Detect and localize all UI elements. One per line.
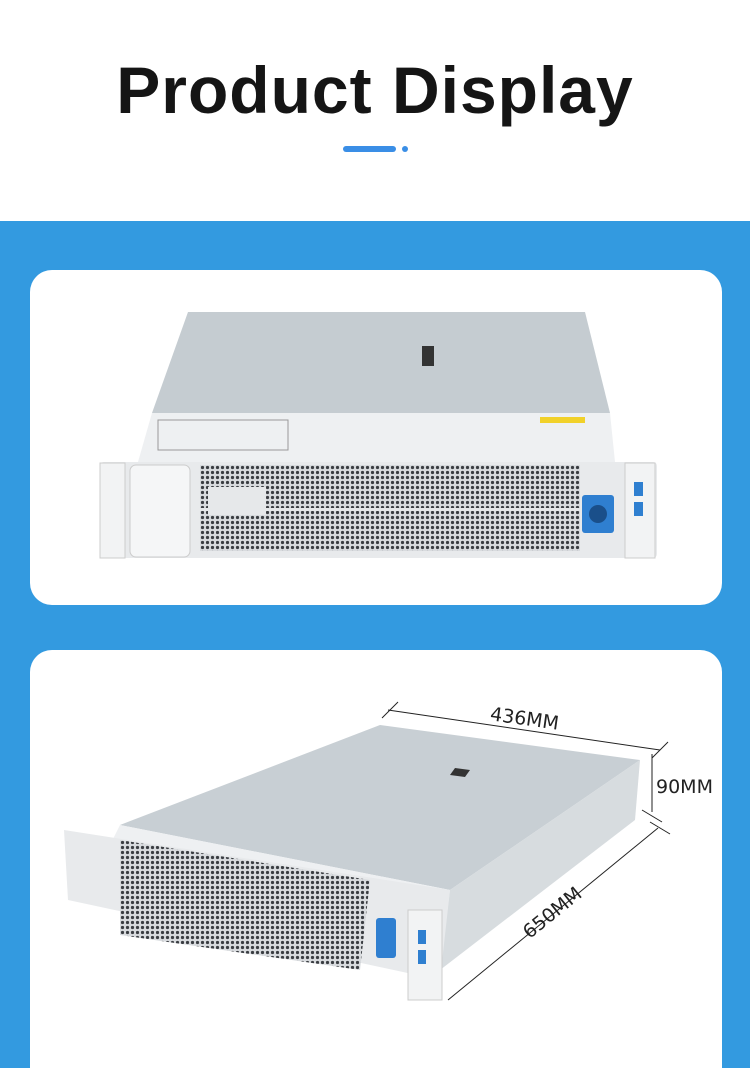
- server-front-image: [99, 312, 657, 559]
- divider-bar: [343, 146, 396, 152]
- height-dimension-label: 90MM: [656, 776, 713, 798]
- divider-dot: [402, 146, 408, 152]
- page-title: Product Display: [116, 53, 634, 127]
- server-angled-image: [64, 701, 671, 1001]
- product-card-dimensions: 436MM 90MM 650MM: [30, 650, 722, 1090]
- header-section: Product Display: [0, 0, 750, 221]
- title-divider: [343, 146, 408, 152]
- product-card-front: [30, 270, 722, 605]
